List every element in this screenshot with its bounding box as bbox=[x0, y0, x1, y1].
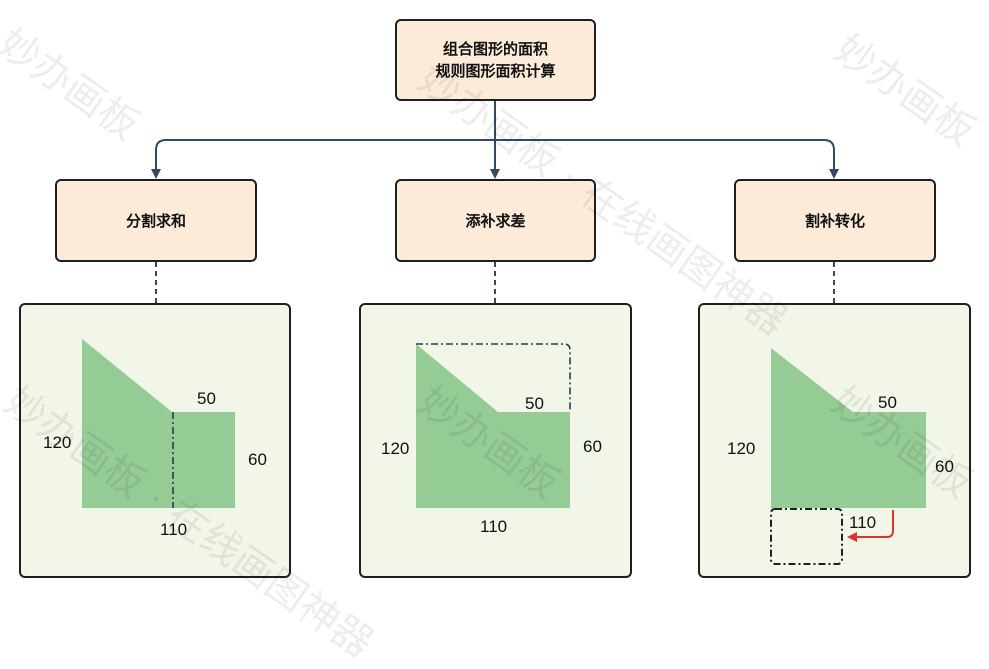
diagram-panel-split-sum: 50 120 60 110 bbox=[19, 303, 291, 578]
method-title: 割补转化 bbox=[804, 211, 865, 230]
label-bottom-width: 110 bbox=[160, 520, 188, 539]
label-left-height: 120 bbox=[381, 439, 410, 458]
method-node-fill-difference: 添补求差 bbox=[395, 179, 596, 262]
composite-shape bbox=[416, 344, 570, 508]
root-line-2: 规则图形面积计算 bbox=[435, 62, 556, 80]
label-left-height: 120 bbox=[727, 439, 756, 458]
method-title: 分割求和 bbox=[125, 211, 186, 230]
branch-right bbox=[495, 139, 839, 179]
added-rectangle-outline bbox=[416, 343, 571, 412]
transfer-arrow bbox=[847, 510, 894, 542]
label-bottom-width: 110 bbox=[480, 517, 508, 536]
method-title: 添补求差 bbox=[465, 211, 526, 230]
composite-shape bbox=[771, 348, 926, 508]
label-right-height: 60 bbox=[248, 450, 267, 469]
label-top-width: 50 bbox=[878, 393, 897, 412]
split-sum-figure bbox=[82, 339, 235, 508]
label-bottom-width: 110 bbox=[849, 513, 877, 532]
root-line-1: 组合图形的面积 bbox=[442, 40, 548, 58]
label-right-height: 60 bbox=[583, 437, 602, 456]
method-node-cut-fill-transform: 割补转化 bbox=[734, 179, 936, 262]
label-right-height: 60 bbox=[935, 457, 954, 476]
label-top-width: 50 bbox=[197, 389, 216, 408]
composite-shape bbox=[82, 339, 235, 508]
moved-piece-outline bbox=[770, 508, 843, 565]
label-left-height: 120 bbox=[43, 433, 72, 452]
fill-difference-figure bbox=[416, 343, 571, 508]
connector-lines bbox=[151, 100, 839, 303]
cut-fill-transform-figure bbox=[770, 348, 926, 565]
method-node-split-sum: 分割求和 bbox=[55, 179, 257, 262]
diagram-panel-cut-fill-transform: 50 120 60 110 bbox=[698, 303, 971, 578]
branch-left bbox=[151, 139, 495, 179]
diagram-panel-fill-difference: 50 120 60 110 bbox=[359, 303, 632, 578]
root-node: 组合图形的面积 规则图形面积计算 bbox=[395, 19, 596, 101]
label-top-width: 50 bbox=[525, 394, 544, 413]
